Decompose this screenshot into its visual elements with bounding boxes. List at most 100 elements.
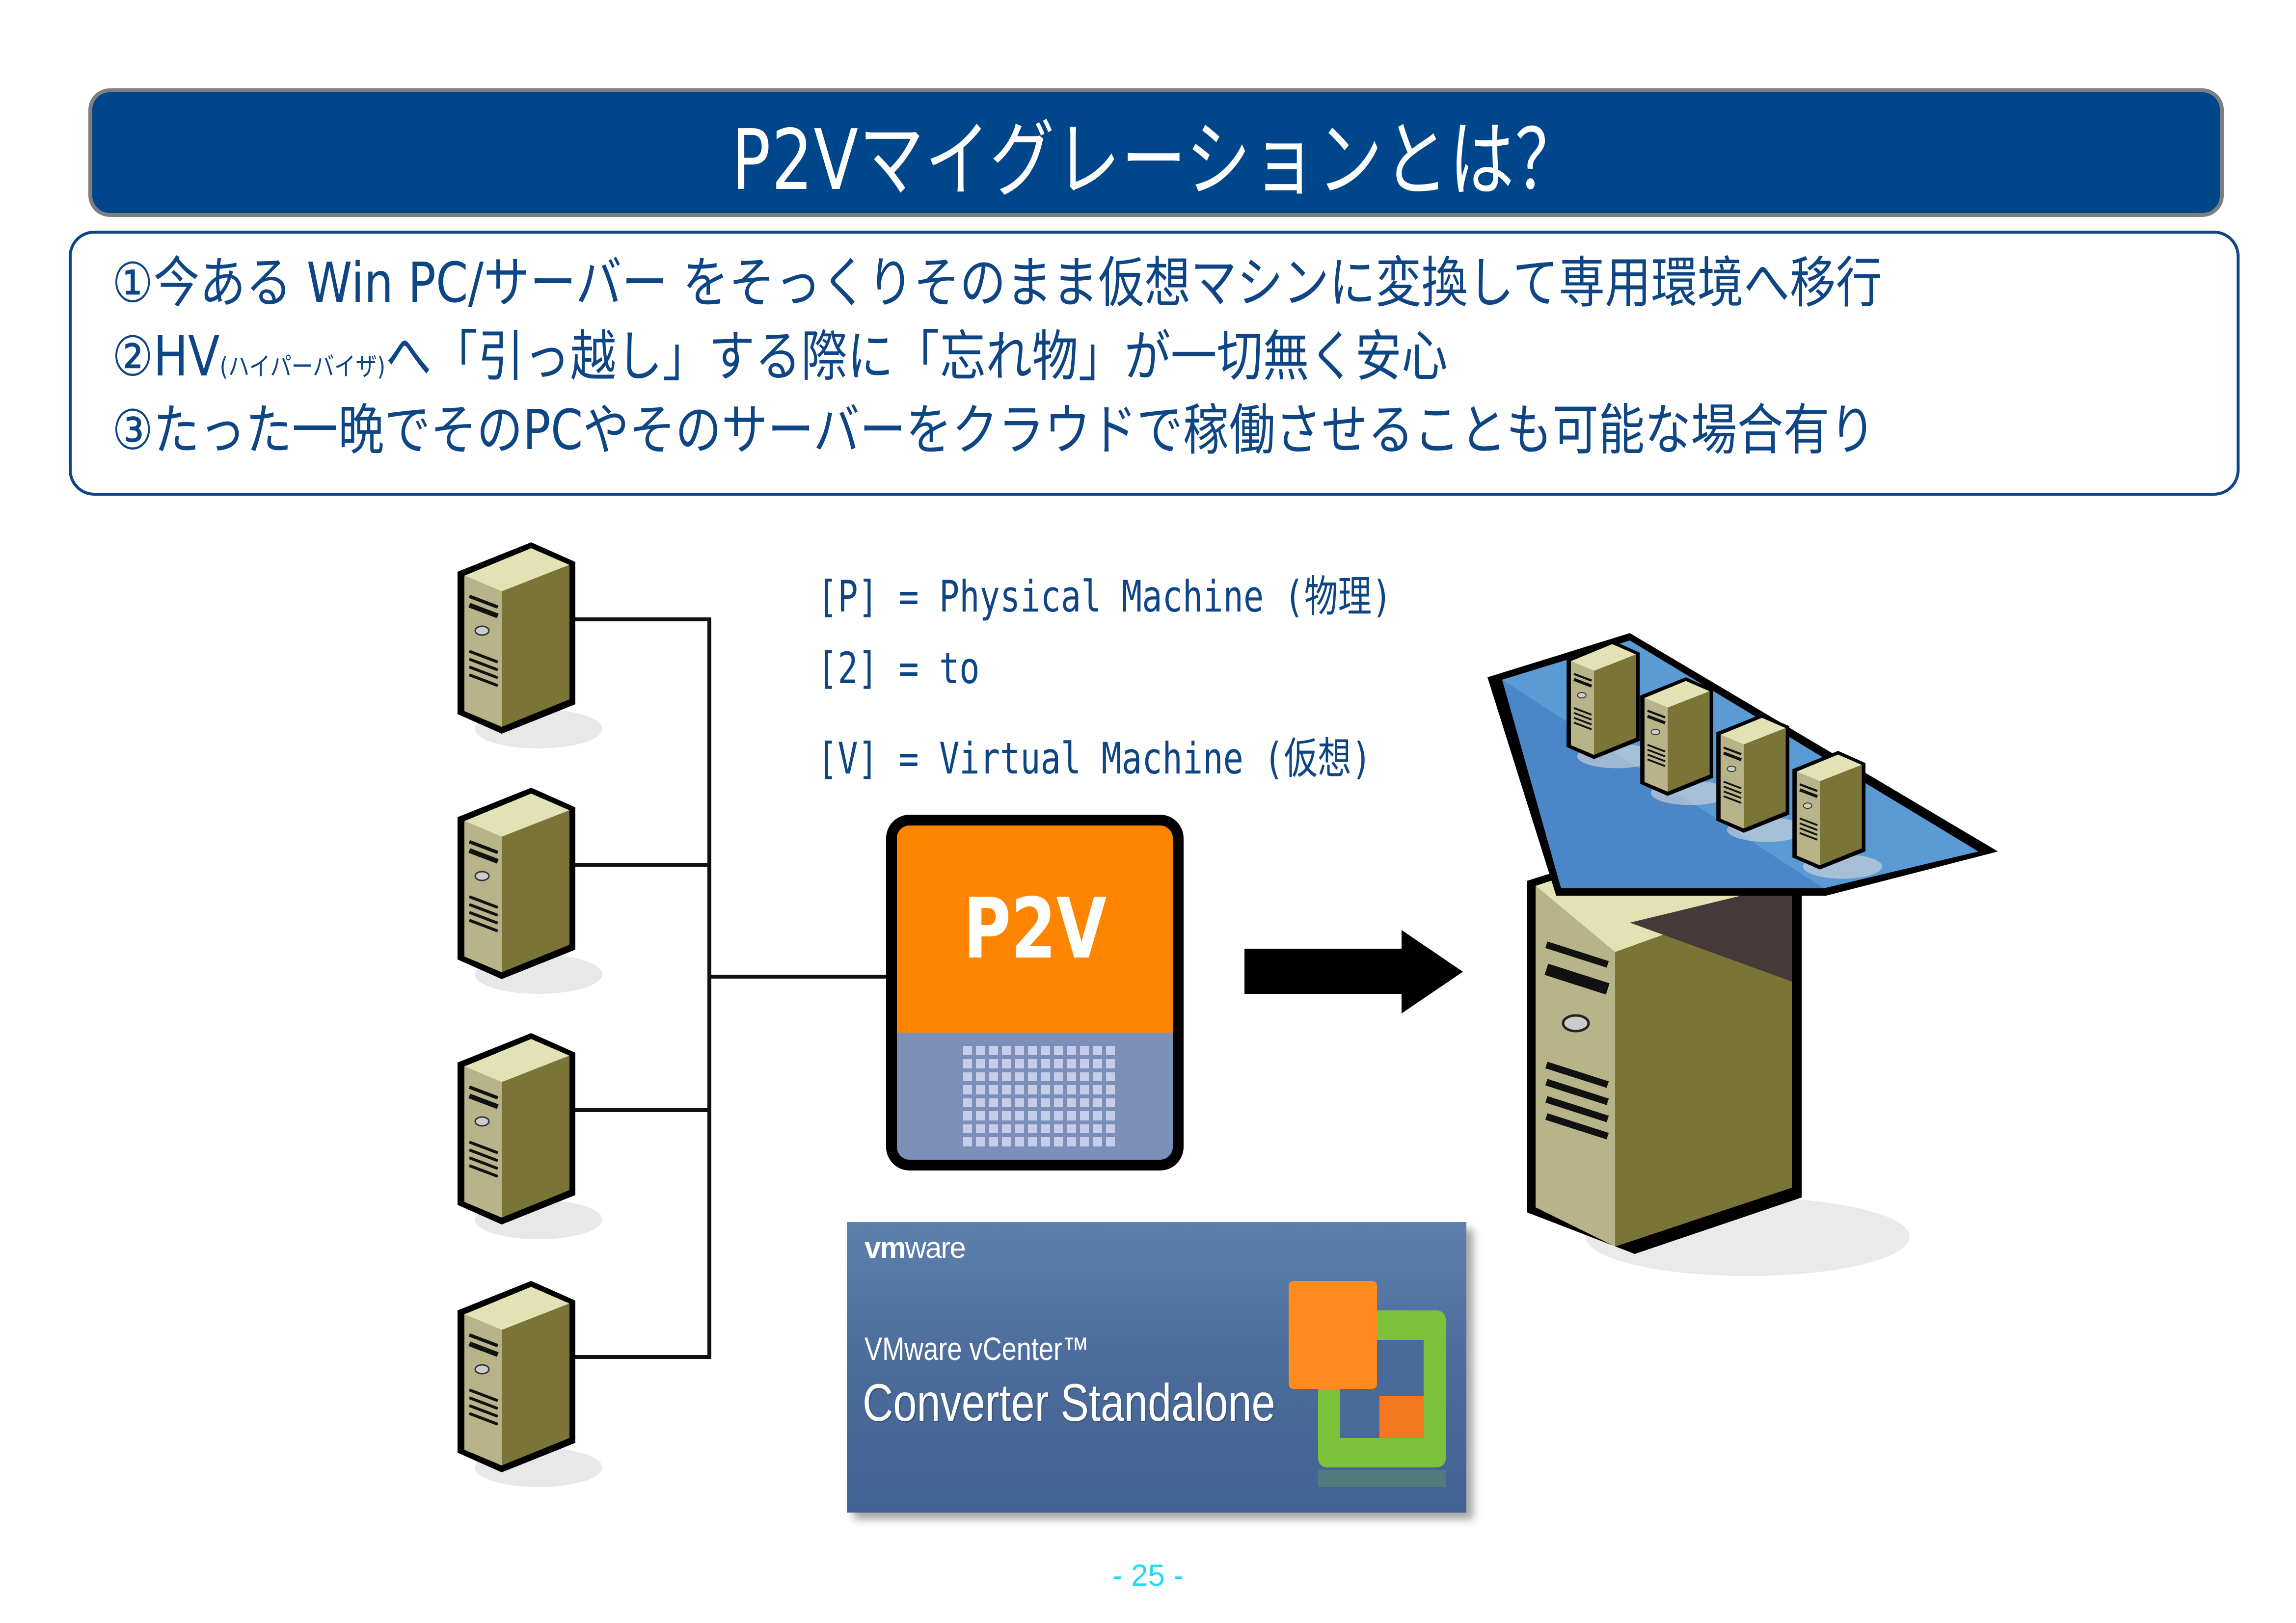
grid-cell xyxy=(1015,1111,1024,1120)
grid-cell xyxy=(1106,1098,1115,1108)
grid-cell xyxy=(1067,1072,1076,1082)
grid-cell xyxy=(1002,1059,1011,1068)
grid-cell xyxy=(1041,1124,1050,1134)
definition-eq: = xyxy=(898,733,919,784)
grid-cell xyxy=(1027,1085,1037,1094)
grid-cell xyxy=(1002,1072,1011,1082)
grid-cell xyxy=(1041,1111,1050,1120)
grid-cell xyxy=(1106,1111,1115,1120)
grid-cell xyxy=(989,1124,999,1134)
grid-cell xyxy=(1053,1059,1063,1068)
grid-cell xyxy=(963,1072,972,1082)
grid-cell xyxy=(1041,1072,1050,1082)
grid-cell xyxy=(1093,1085,1102,1094)
grid-cell xyxy=(989,1059,999,1068)
point-3: ③たった一晩でそのPCやそのサーバーをクラウドで稼働させることも可能な場合有り xyxy=(112,403,1876,458)
definition-key: [V] xyxy=(817,733,878,784)
grid-cell xyxy=(976,1046,985,1055)
grid-cell xyxy=(1093,1137,1102,1146)
grid-cell xyxy=(1053,1137,1063,1146)
grid-cell xyxy=(1027,1137,1037,1146)
grid-cell xyxy=(989,1072,999,1082)
point-marker: ① xyxy=(112,251,154,315)
grid-cell xyxy=(976,1059,985,1068)
physical-server-1 xyxy=(458,542,602,748)
grid-cell xyxy=(1027,1111,1037,1120)
slide-title: P2Vマイグレーションとは？ xyxy=(731,112,1581,209)
p2v-grid-pattern xyxy=(963,1046,1115,1146)
grid-cell xyxy=(989,1085,999,1094)
physical-server-3 xyxy=(458,1033,602,1239)
grid-cell xyxy=(1093,1046,1102,1055)
grid-cell xyxy=(1015,1072,1024,1082)
grid-cell xyxy=(989,1111,999,1120)
grid-cell xyxy=(1067,1046,1076,1055)
grid-cell xyxy=(989,1046,999,1055)
grid-cell xyxy=(1106,1072,1115,1082)
grid-cell xyxy=(1002,1085,1011,1094)
grid-cell xyxy=(1067,1098,1076,1108)
grid-cell xyxy=(1015,1059,1024,1068)
network-connector xyxy=(575,617,890,1359)
point-prefix: HV xyxy=(153,325,220,389)
grid-cell xyxy=(1002,1137,1011,1146)
grid-cell xyxy=(1053,1111,1063,1120)
grid-cell xyxy=(976,1072,985,1082)
grid-cell xyxy=(1027,1072,1037,1082)
point-text: 今ある Win PC/サーバー をそっくりそのまま仮想マシンに変換して専用環境へ… xyxy=(153,251,1882,315)
definition-key: [2] xyxy=(817,643,878,693)
grid-cell xyxy=(989,1137,999,1146)
point-marker: ② xyxy=(112,325,154,389)
definition-physical: [P] = Physical Machine (物理) xyxy=(817,562,1392,624)
grid-cell xyxy=(1041,1085,1050,1094)
grid-cell xyxy=(1106,1059,1115,1068)
point-2: ②HV(ハイパーバイザ)へ「引っ越し」する際に「忘れ物」が一切無く安心 xyxy=(112,329,1448,384)
grid-cell xyxy=(1067,1111,1076,1120)
definition-value: Physical Machine (物理) xyxy=(939,571,1392,622)
grid-cell xyxy=(1067,1124,1076,1134)
vmware-converter-banner: vmware VMware vCenter™ Converter Standal… xyxy=(847,1222,1466,1513)
grid-cell xyxy=(1041,1137,1050,1146)
definition-eq: = xyxy=(898,643,919,693)
grid-cell xyxy=(1002,1111,1011,1120)
point-1: ①今ある Win PC/サーバー をそっくりそのまま仮想マシンに変換して専用環境… xyxy=(112,256,1882,311)
grid-cell xyxy=(963,1137,972,1146)
grid-cell xyxy=(1027,1098,1037,1108)
grid-cell xyxy=(1015,1085,1024,1094)
grid-cell xyxy=(1093,1111,1102,1120)
grid-cell xyxy=(963,1059,972,1068)
definition-key: [P] xyxy=(817,571,878,622)
grid-cell xyxy=(1053,1085,1063,1094)
grid-cell xyxy=(1027,1059,1037,1068)
grid-cell xyxy=(963,1098,972,1108)
p2v-label: P2V xyxy=(963,880,1107,978)
grid-cell xyxy=(1106,1137,1115,1146)
grid-cell xyxy=(1080,1059,1089,1068)
grid-cell xyxy=(1041,1059,1050,1068)
grid-cell xyxy=(1080,1072,1089,1082)
grid-cell xyxy=(1002,1098,1011,1108)
page-number: - 25 - xyxy=(1112,1559,1184,1593)
vmware-logo: vmware xyxy=(864,1231,966,1264)
grid-cell xyxy=(1106,1124,1115,1134)
grid-cell xyxy=(1002,1046,1011,1055)
key-points-box: ①今ある Win PC/サーバー をそっくりそのまま仮想マシンに変換して専用環境… xyxy=(69,231,2240,496)
definition-value: Virtual Machine (仮想) xyxy=(939,733,1372,784)
grid-cell xyxy=(1093,1124,1102,1134)
point-text: へ「引っ越し」する際に「忘れ物」が一切無く安心 xyxy=(385,325,1448,389)
arrow-right-icon xyxy=(1244,930,1463,1013)
grid-cell xyxy=(1080,1098,1089,1108)
point-annotation: (ハイパーバイザ) xyxy=(219,352,386,382)
definition-eq: = xyxy=(898,571,919,622)
grid-cell xyxy=(1093,1098,1102,1108)
grid-cell xyxy=(976,1111,985,1120)
product-line-2: Converter Standalone xyxy=(863,1373,1275,1432)
grid-cell xyxy=(1027,1124,1037,1134)
definition-to: [2] = to xyxy=(817,643,980,693)
grid-cell xyxy=(1093,1059,1102,1068)
definition-value: to xyxy=(939,643,980,693)
grid-cell xyxy=(1027,1046,1037,1055)
grid-cell xyxy=(1067,1137,1076,1146)
grid-cell xyxy=(976,1085,985,1094)
